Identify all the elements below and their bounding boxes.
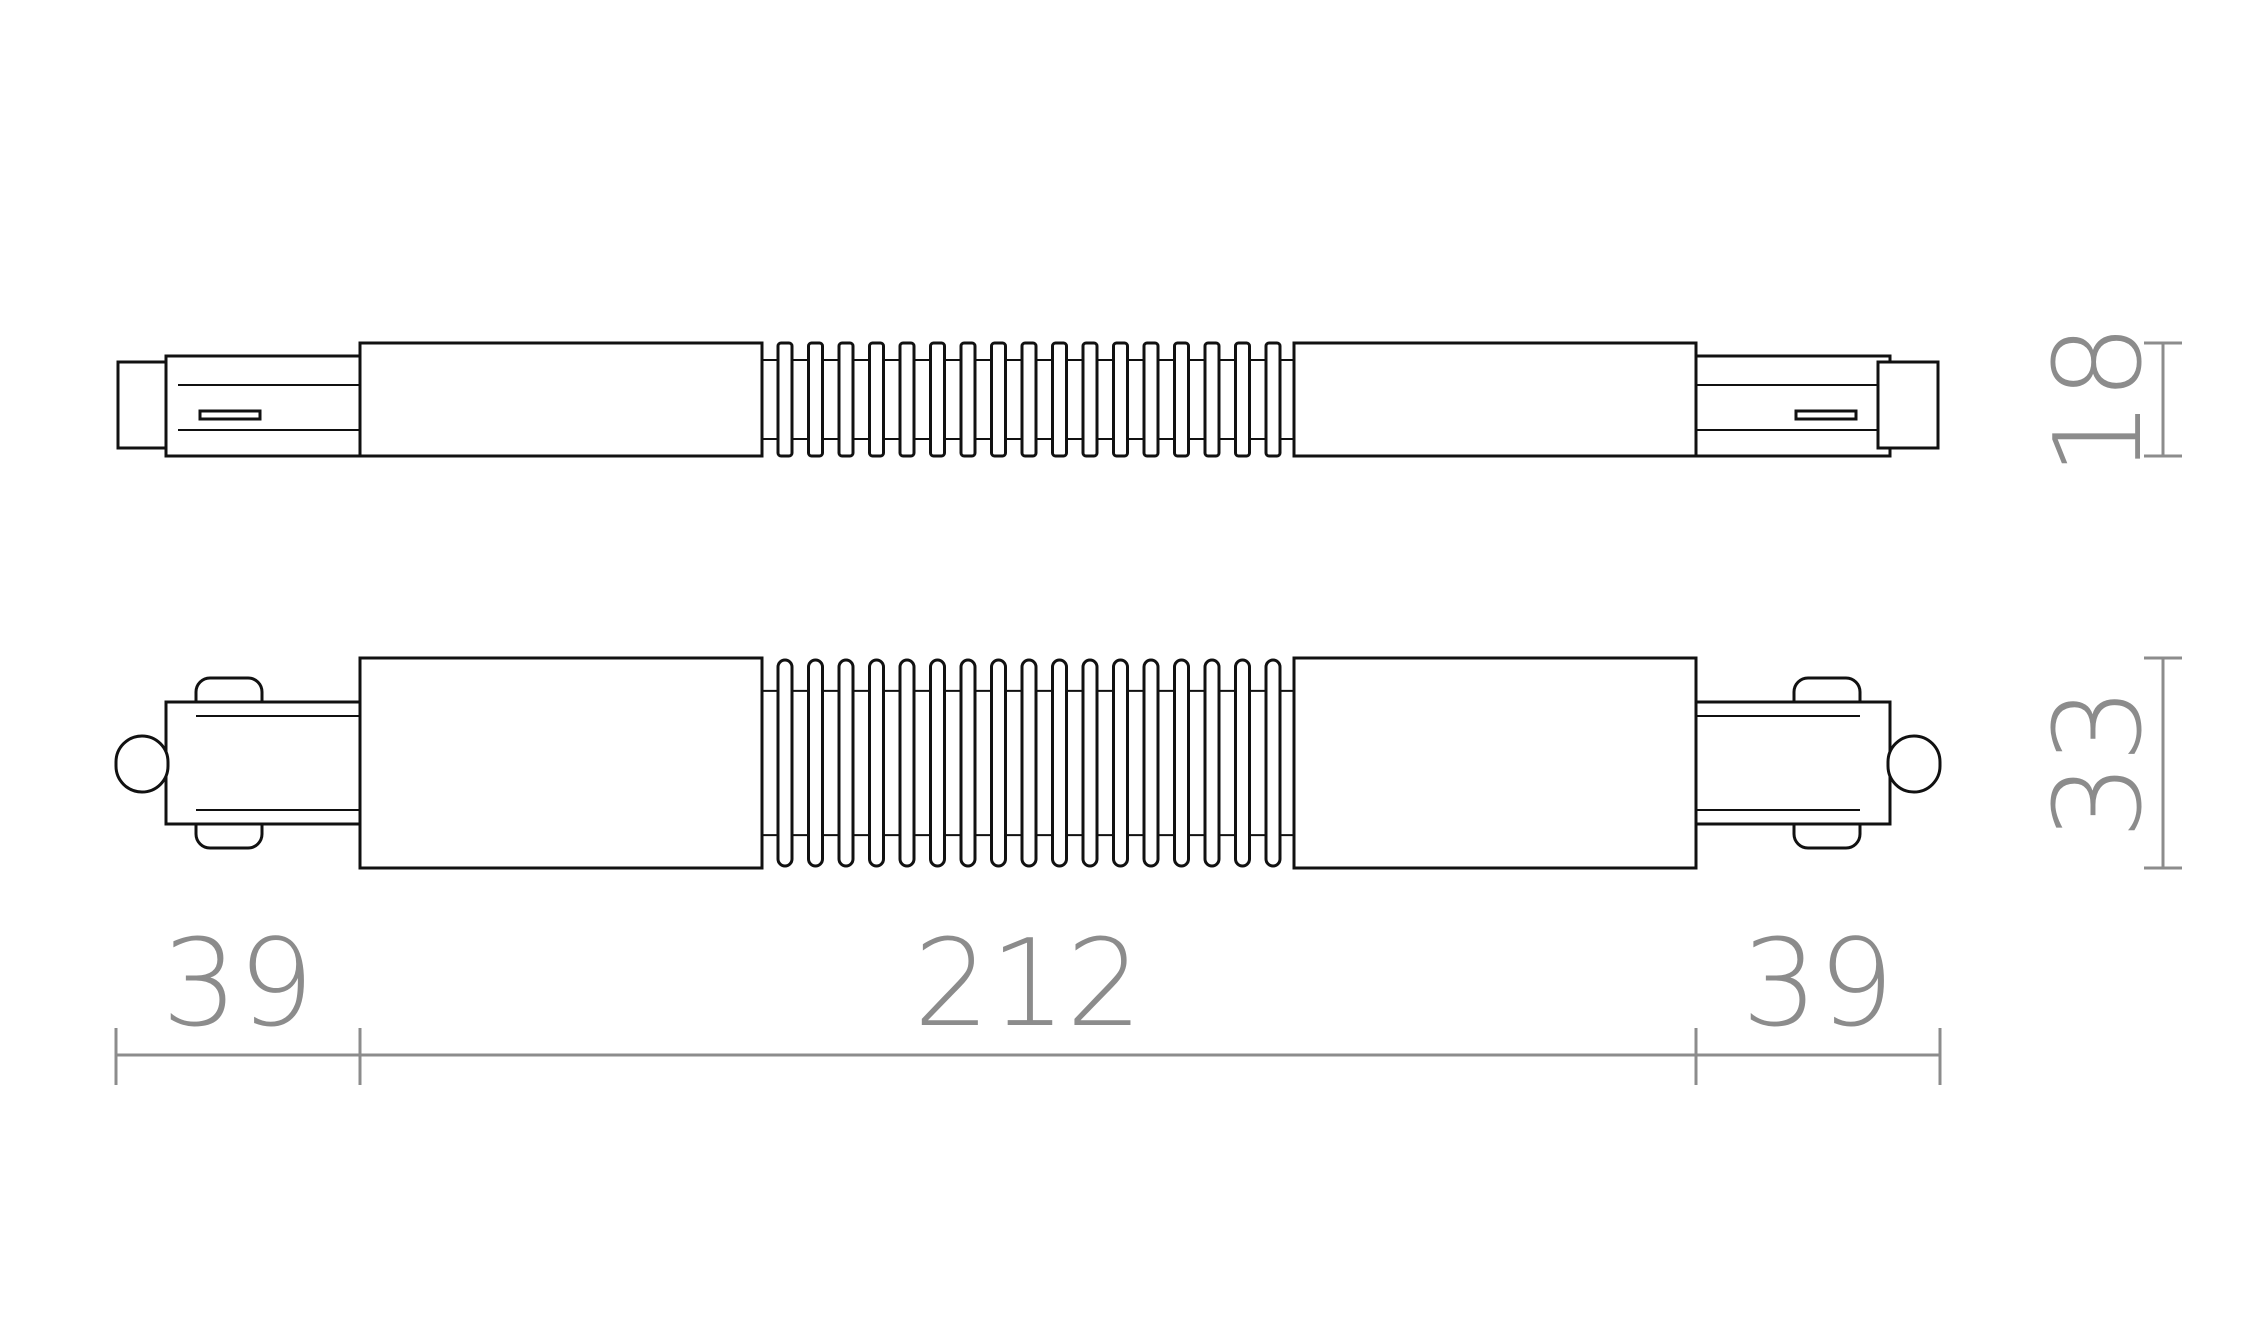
side-bellows-rib [1081,341,1099,458]
dimension-length-chain: 39 212 39 [114,915,1942,1085]
top-bellows-rib [1203,658,1221,868]
side-left-end [116,354,362,458]
top-bellows-rib [1173,658,1190,868]
top-bellows-rib [807,658,824,868]
dimension-label-18: 18 [2030,324,2169,477]
top-bellows-rib [1142,658,1160,868]
side-right-end [1694,354,1940,458]
side-bellows-rib [1203,341,1221,458]
side-bellows-rib [1020,341,1038,458]
side-left-body [358,341,764,458]
top-bellows-rib [1020,658,1038,868]
side-right-body [1292,341,1698,458]
top-left-body [358,656,764,870]
side-bellows-rib [959,341,977,458]
side-bellows-rib [898,341,916,458]
top-bellows-rib [776,658,794,868]
top-bellows-rib [959,658,977,868]
side-bellows-rib [1051,341,1068,458]
dimension-height-side: 18 [2030,324,2182,477]
side-bellows-rib [868,341,885,458]
side-bellows-rib [837,341,855,458]
side-bellows-rib [1112,341,1129,458]
top-bellows-rib [1234,658,1251,868]
side-bellows-rib [929,341,946,458]
top-right-end [1694,676,1942,850]
dimension-label-right: 39 [1742,915,1895,1054]
top-bellows-rib [868,658,885,868]
dimension-height-top: 33 [2030,656,2182,870]
side-bellows [762,341,1294,458]
top-right-body [1292,656,1698,870]
top-left-end [114,676,362,850]
side-bellows-rib [1264,341,1282,458]
side-bellows-rib [1234,341,1251,458]
side-bellows-rib [807,341,824,458]
top-bellows-rib [929,658,946,868]
dimension-label-center: 212 [913,915,1142,1054]
top-bellows-rib [1051,658,1068,868]
side-bellows-rib [776,341,794,458]
top-bellows-rib [1264,658,1282,868]
side-bellows-rib [990,341,1007,458]
top-bellows-rib [1112,658,1129,868]
side-view [116,341,1940,458]
top-bellows-rib [837,658,855,868]
top-bellows [762,658,1294,868]
dimension-label-left: 39 [162,915,315,1054]
side-bellows-rib [1173,341,1190,458]
top-bellows-rib [990,658,1007,868]
top-view [114,656,1942,870]
dimension-label-33: 33 [2030,687,2169,840]
top-bellows-rib [1081,658,1099,868]
side-bellows-rib [1142,341,1160,458]
top-bellows-rib [898,658,916,868]
